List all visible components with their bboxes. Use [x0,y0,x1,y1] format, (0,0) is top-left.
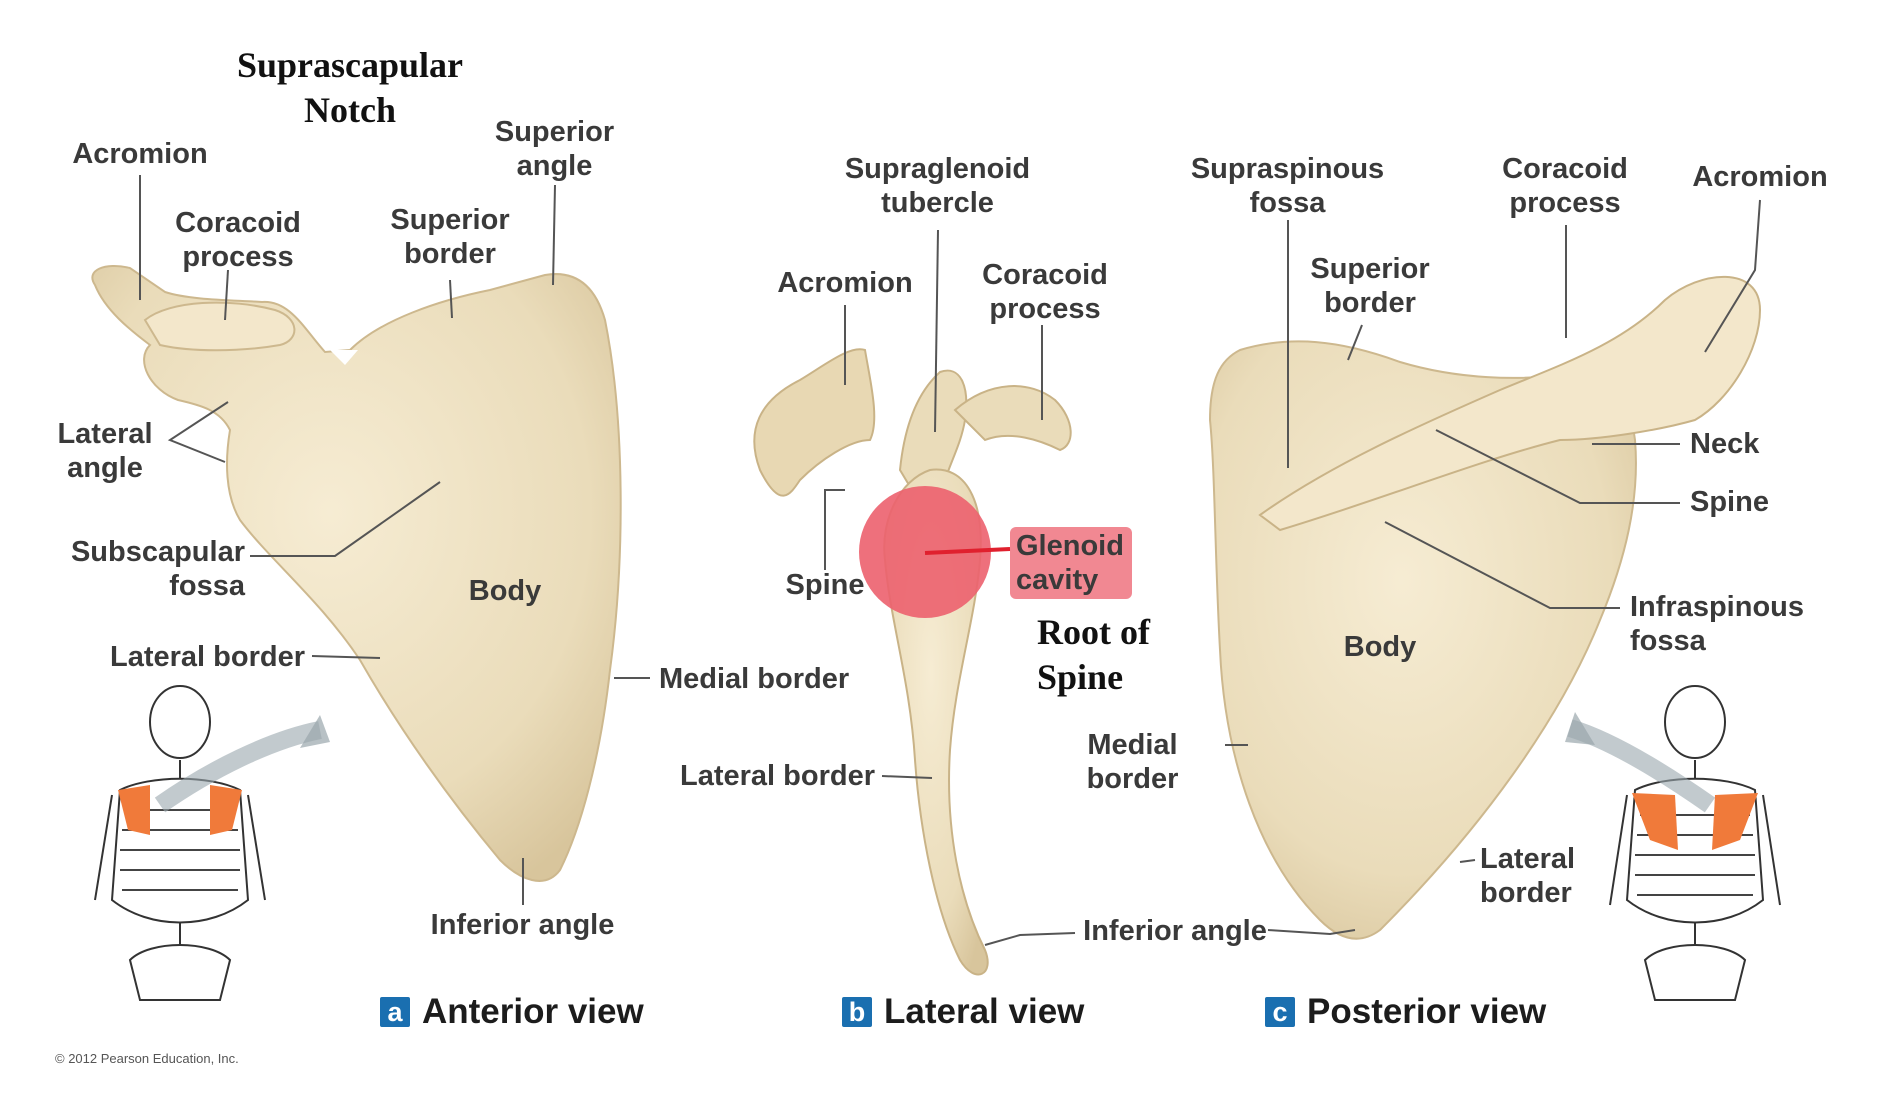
lateral-spine-label: Spine [770,568,880,602]
anterior-view-badge: a [380,997,410,1027]
posterior-view-title: Posterior view [1307,992,1546,1032]
posterior-view-badge: c [1265,997,1295,1027]
posterior-view-caption: c Posterior view [1265,992,1546,1032]
lateral-view-caption: b Lateral view [842,992,1084,1032]
anterior-view-title: Anterior view [422,992,644,1032]
lateral-acromion-label: Acromion [770,266,920,300]
anterior-superior-angle-label: Superior angle [477,115,632,183]
supraglenoid-tubercle-label: Supraglenoid tubercle [835,152,1040,220]
anterior-acromion-label: Acromion [60,137,220,171]
lateral-view-title: Lateral view [884,992,1084,1032]
posterior-lateral-border-label: Lateral border [1480,842,1600,910]
anterior-coracoid-shape [145,303,294,351]
posterior-spine-label: Spine [1690,485,1790,519]
anterior-skeleton-inset [95,686,330,1000]
anterior-inferior-angle-label: Inferior angle [420,908,625,942]
lateral-lateral-border-label: Lateral border [650,759,875,793]
subscapular-fossa-label: Subscapular fossa [45,535,245,603]
anterior-medial-border-label: Medial border [659,662,889,696]
lateral-coracoid-label: Coracoid process [970,258,1120,326]
suprascapular-notch-annotation: Suprascapular Notch [225,43,475,133]
infraspinous-fossa-label: Infraspinous fossa [1630,590,1830,658]
lateral-scapula [754,230,1075,974]
posterior-medial-border-label: Medial border [1070,728,1195,796]
anterior-superior-border-label: Superior border [370,203,530,271]
neck-label: Neck [1690,427,1790,461]
lateral-view-badge: b [842,997,872,1027]
posterior-acromion-label: Acromion [1685,160,1835,194]
posterior-superior-border-label: Superior border [1300,252,1440,320]
lateral-acromion-shape [754,349,874,495]
anterior-coracoid-label: Coracoid process [158,206,318,274]
posterior-coracoid-label: Coracoid process [1490,152,1640,220]
anterior-view-caption: a Anterior view [380,992,644,1032]
posterior-body-label: Body [1330,630,1430,664]
glenoid-cavity-label: Glenoid cavity [1010,527,1132,599]
supraspinous-fossa-label: Supraspinous fossa [1185,152,1390,220]
anterior-lateral-border-label: Lateral border [70,640,305,674]
lateral-inferior-angle-label: Inferior angle [1075,914,1275,948]
anterior-body-label: Body [445,574,565,608]
anterior-lateral-angle-label: Lateral angle [40,417,170,485]
lateral-coracoid-shape [955,386,1071,450]
copyright-notice: © 2012 Pearson Education, Inc. [55,1051,239,1066]
root-of-spine-annotation: Root of Spine [1037,610,1177,700]
